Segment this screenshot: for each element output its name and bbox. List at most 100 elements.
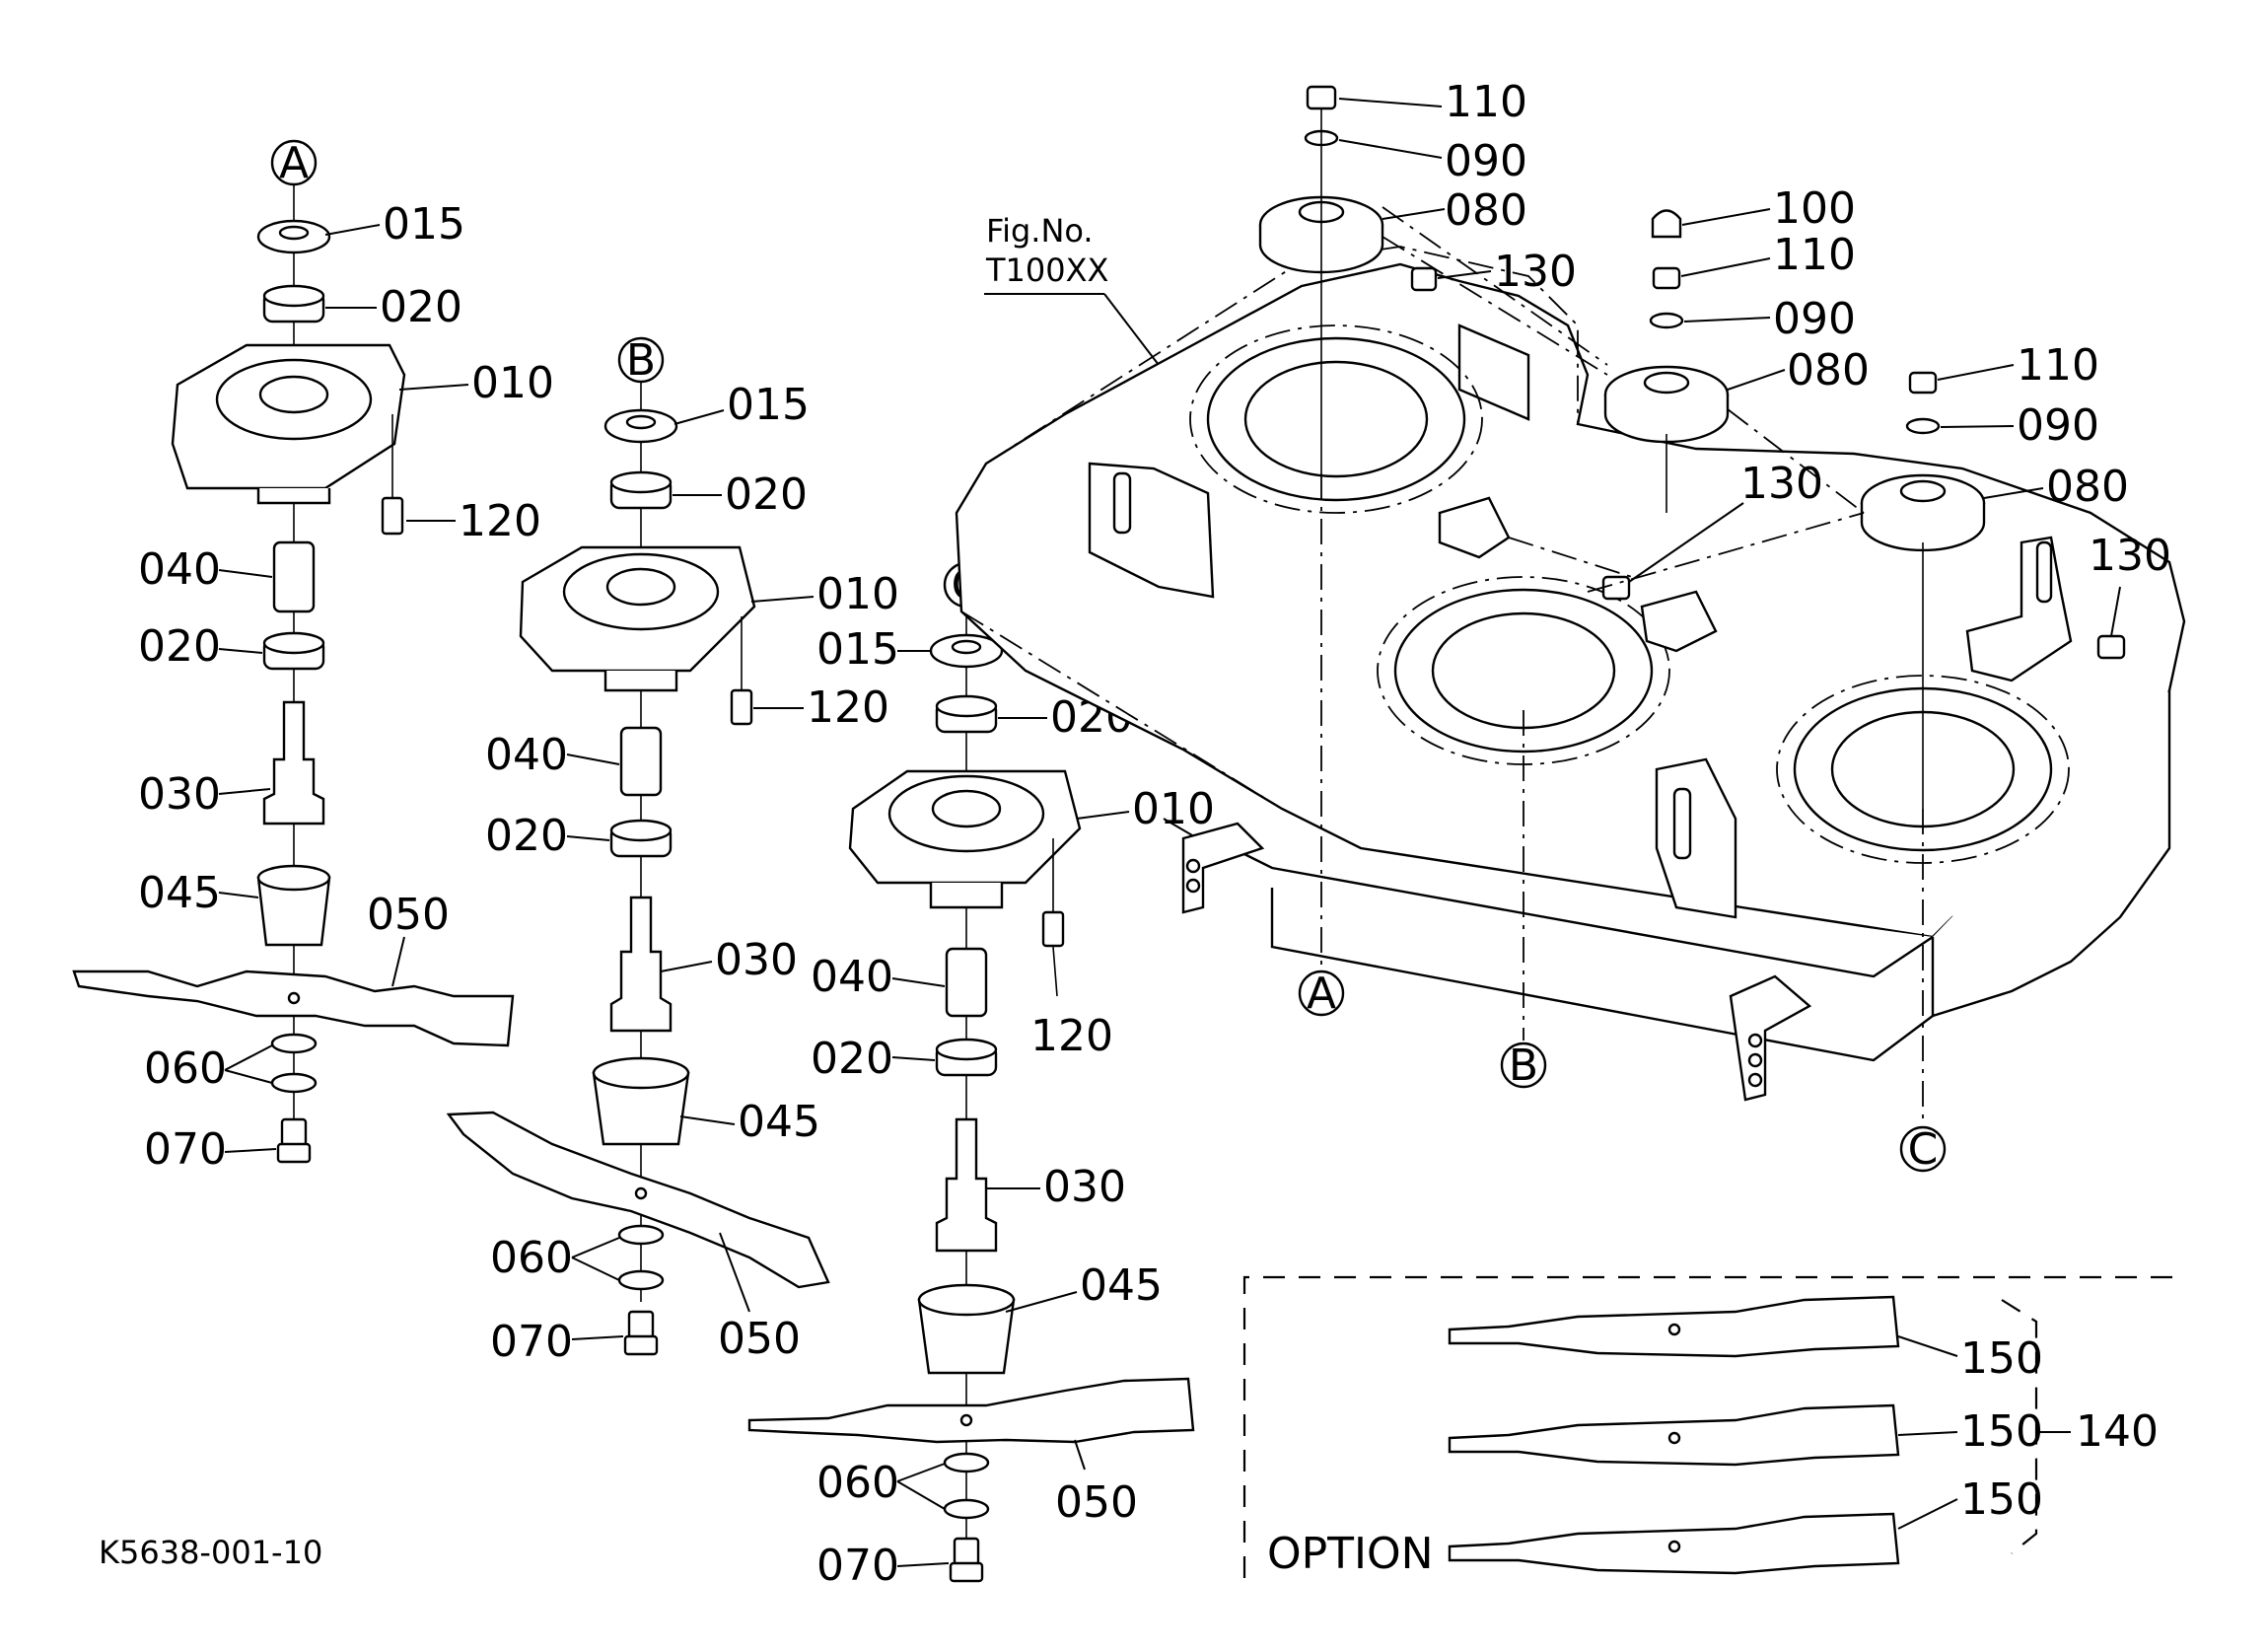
- shaft-030-c: [935, 1117, 998, 1253]
- collar-040-b: [619, 726, 663, 797]
- label-015-b: 015: [727, 380, 810, 430]
- nut-110-c: [1908, 371, 1938, 395]
- label-150-1: 150: [1960, 1333, 2043, 1384]
- label-030-a: 030: [138, 769, 221, 820]
- label-040-a: 040: [138, 544, 221, 595]
- front-bracket-right: [1729, 974, 1812, 1102]
- section-marker-a-deck-label: A: [1307, 969, 1336, 1019]
- label-150-3: 150: [1960, 1474, 2043, 1525]
- shaft-030-b: [609, 896, 673, 1033]
- washer-090-c: [1905, 417, 1941, 435]
- label-070-a: 070: [144, 1124, 227, 1175]
- label-100: 100: [1773, 183, 1856, 234]
- drawing-id: K5638-001-10: [99, 1534, 322, 1571]
- option-label: OPTION: [1267, 1529, 1434, 1579]
- spindle-stack-c: C 015 020 010 120 040 020 030 045: [747, 560, 1215, 1591]
- bolt-070-c: [953, 1537, 980, 1566]
- cap-100: [1651, 209, 1682, 239]
- section-marker-a-top-label: A: [279, 138, 309, 188]
- washer-090-b: [1649, 312, 1684, 329]
- label-090-c: 090: [2017, 400, 2099, 451]
- label-110-a: 110: [1445, 77, 1527, 127]
- label-080-b: 080: [1787, 345, 1870, 395]
- shaft-030-a: [262, 700, 325, 826]
- washer-060-a-1: [270, 1033, 318, 1054]
- label-050-b: 050: [718, 1314, 801, 1364]
- label-050-a: 050: [367, 890, 450, 940]
- label-060-b: 060: [490, 1233, 573, 1283]
- mower-deck: Fig.No. T100XX: [955, 77, 2186, 1175]
- label-110-c: 110: [2017, 340, 2099, 391]
- figure-ref-line1: Fig.No.: [986, 212, 1094, 250]
- bolt-120-a: [381, 496, 404, 536]
- label-130-c: 130: [2089, 531, 2171, 581]
- washer-060-a-2: [270, 1072, 318, 1094]
- front-bracket-left: [1181, 822, 1265, 914]
- idler-arm-2: [1640, 590, 1718, 653]
- label-020-a-lower: 020: [138, 621, 221, 672]
- label-090-a: 090: [1445, 136, 1527, 186]
- blade-050-a: [72, 970, 515, 1047]
- label-020-c-lower: 020: [811, 1034, 893, 1084]
- label-070-b: 070: [490, 1317, 573, 1367]
- label-120-c: 120: [1030, 1011, 1113, 1061]
- nut-130-c: [2096, 634, 2126, 660]
- label-045-a: 045: [138, 868, 221, 918]
- label-060-a: 060: [144, 1043, 227, 1094]
- label-045-c: 045: [1080, 1260, 1163, 1311]
- label-070-c: 070: [816, 1541, 899, 1591]
- nut-130-a: [1410, 266, 1438, 292]
- bolt-120-c: [1041, 910, 1065, 948]
- label-015-c: 015: [816, 624, 899, 675]
- label-120-b: 120: [807, 682, 889, 733]
- label-010-a: 010: [471, 358, 554, 408]
- section-marker-a-deck: [1298, 970, 1345, 1017]
- section-marker-c-deck: [1899, 1125, 1947, 1173]
- label-030-b: 030: [715, 935, 798, 985]
- collar-040-a: [272, 540, 316, 613]
- label-020-b-lower: 020: [485, 811, 568, 861]
- section-marker-c-deck-label: C: [1908, 1124, 1939, 1175]
- section-marker-b-deck-label: B: [1509, 1041, 1538, 1091]
- option-box: 150 150 150 140 OPTION: [1242, 1275, 2179, 1579]
- spindle-stack-b: B 015 020 010 120 040 020 030 045: [446, 335, 899, 1367]
- nut-110-b: [1652, 266, 1681, 290]
- label-040-c: 040: [811, 952, 893, 1002]
- blade-050-c: [747, 1377, 1195, 1444]
- washer-060-b-1: [617, 1224, 665, 1246]
- pulley-080-c: [1860, 473, 1986, 552]
- label-120-a: 120: [459, 496, 541, 546]
- idler-arm-1: [1438, 496, 1511, 559]
- label-090-b: 090: [1773, 294, 1856, 344]
- spindle-stack-a: A 015 020 010 120 040 020 030 045: [72, 138, 554, 1175]
- label-020-a-upper: 020: [380, 282, 462, 332]
- label-150-2: 150: [1960, 1406, 2043, 1457]
- washer-060-c-2: [943, 1498, 990, 1520]
- bolt-070-a: [280, 1117, 308, 1147]
- collar-040-c: [945, 947, 988, 1018]
- section-marker-b-deck: [1500, 1041, 1547, 1089]
- label-045-b: 045: [738, 1097, 820, 1147]
- label-050-c: 050: [1055, 1477, 1138, 1528]
- bolt-070-b: [627, 1310, 655, 1339]
- label-040-b: 040: [485, 730, 568, 780]
- label-080-c: 080: [2046, 462, 2129, 512]
- label-130-b: 130: [1740, 459, 1823, 509]
- label-140: 140: [2076, 1406, 2159, 1457]
- nut-130-b: [1601, 575, 1631, 601]
- section-marker-b-top-label: B: [626, 335, 656, 386]
- label-010-c: 010: [1132, 784, 1215, 834]
- bolt-120-b: [730, 688, 753, 726]
- label-060-c: 060: [816, 1458, 899, 1508]
- figure-ref-line2: T100XX: [985, 251, 1108, 289]
- label-130-a: 130: [1494, 247, 1577, 297]
- label-030-c: 030: [1043, 1162, 1126, 1212]
- label-020-b-upper: 020: [725, 469, 808, 520]
- section-marker-b-top: [617, 336, 665, 384]
- blade-050-b: [446, 1111, 830, 1289]
- label-080-a: 080: [1445, 185, 1527, 236]
- nut-110-a: [1306, 85, 1337, 110]
- label-010-b: 010: [816, 569, 899, 619]
- label-015-a: 015: [383, 199, 465, 250]
